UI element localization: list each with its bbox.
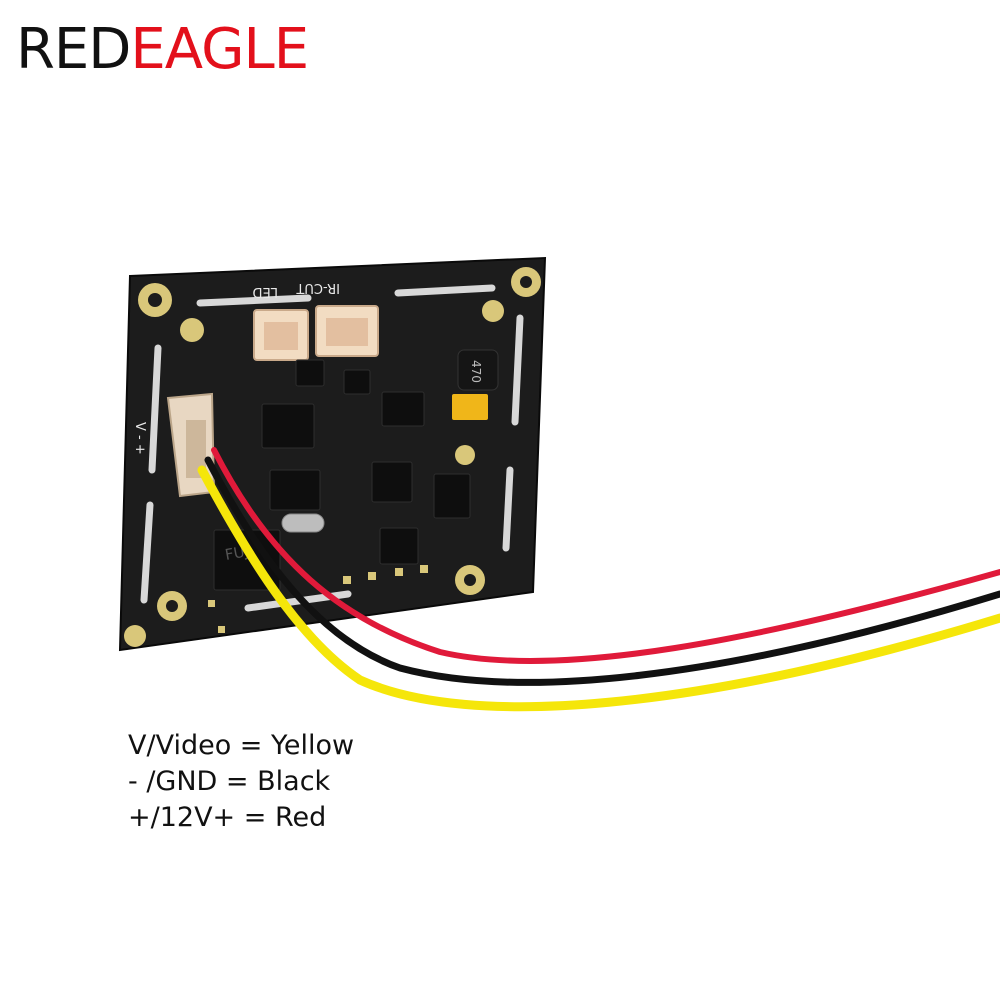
- power-marks-label: V - +: [132, 422, 147, 455]
- legend-power: +/12V+ = Red: [128, 802, 327, 833]
- inductor-label: 470: [469, 360, 483, 383]
- wires: [197, 447, 1000, 712]
- wiring-legend: V/Video = Yellow - /GND = Black +/12V+ =…: [128, 728, 354, 836]
- brand-logo-part-a: RED: [16, 17, 131, 82]
- inductor: 470: [457, 349, 499, 391]
- mounting-pads: [124, 267, 541, 647]
- black-wire: [204, 456, 1000, 686]
- yellow-wire: [197, 465, 1000, 712]
- led-connector: [253, 309, 309, 361]
- led-label: LED: [253, 284, 278, 299]
- small-pads: [208, 565, 428, 633]
- capacitor: [452, 394, 488, 420]
- legend-ground: - /GND = Black: [128, 766, 331, 797]
- red-wire: [211, 447, 1000, 664]
- silkscreen-slots: [140, 284, 524, 612]
- ir-cut-label: IR-CUT: [296, 280, 340, 295]
- crystal: [281, 513, 325, 533]
- brand-logo: REDEAGLE: [16, 22, 309, 78]
- ir-cut-connector: [315, 305, 379, 357]
- legend-video: V/Video = Yellow: [128, 730, 355, 761]
- brand-logo-part-b: EAGLE: [130, 17, 309, 82]
